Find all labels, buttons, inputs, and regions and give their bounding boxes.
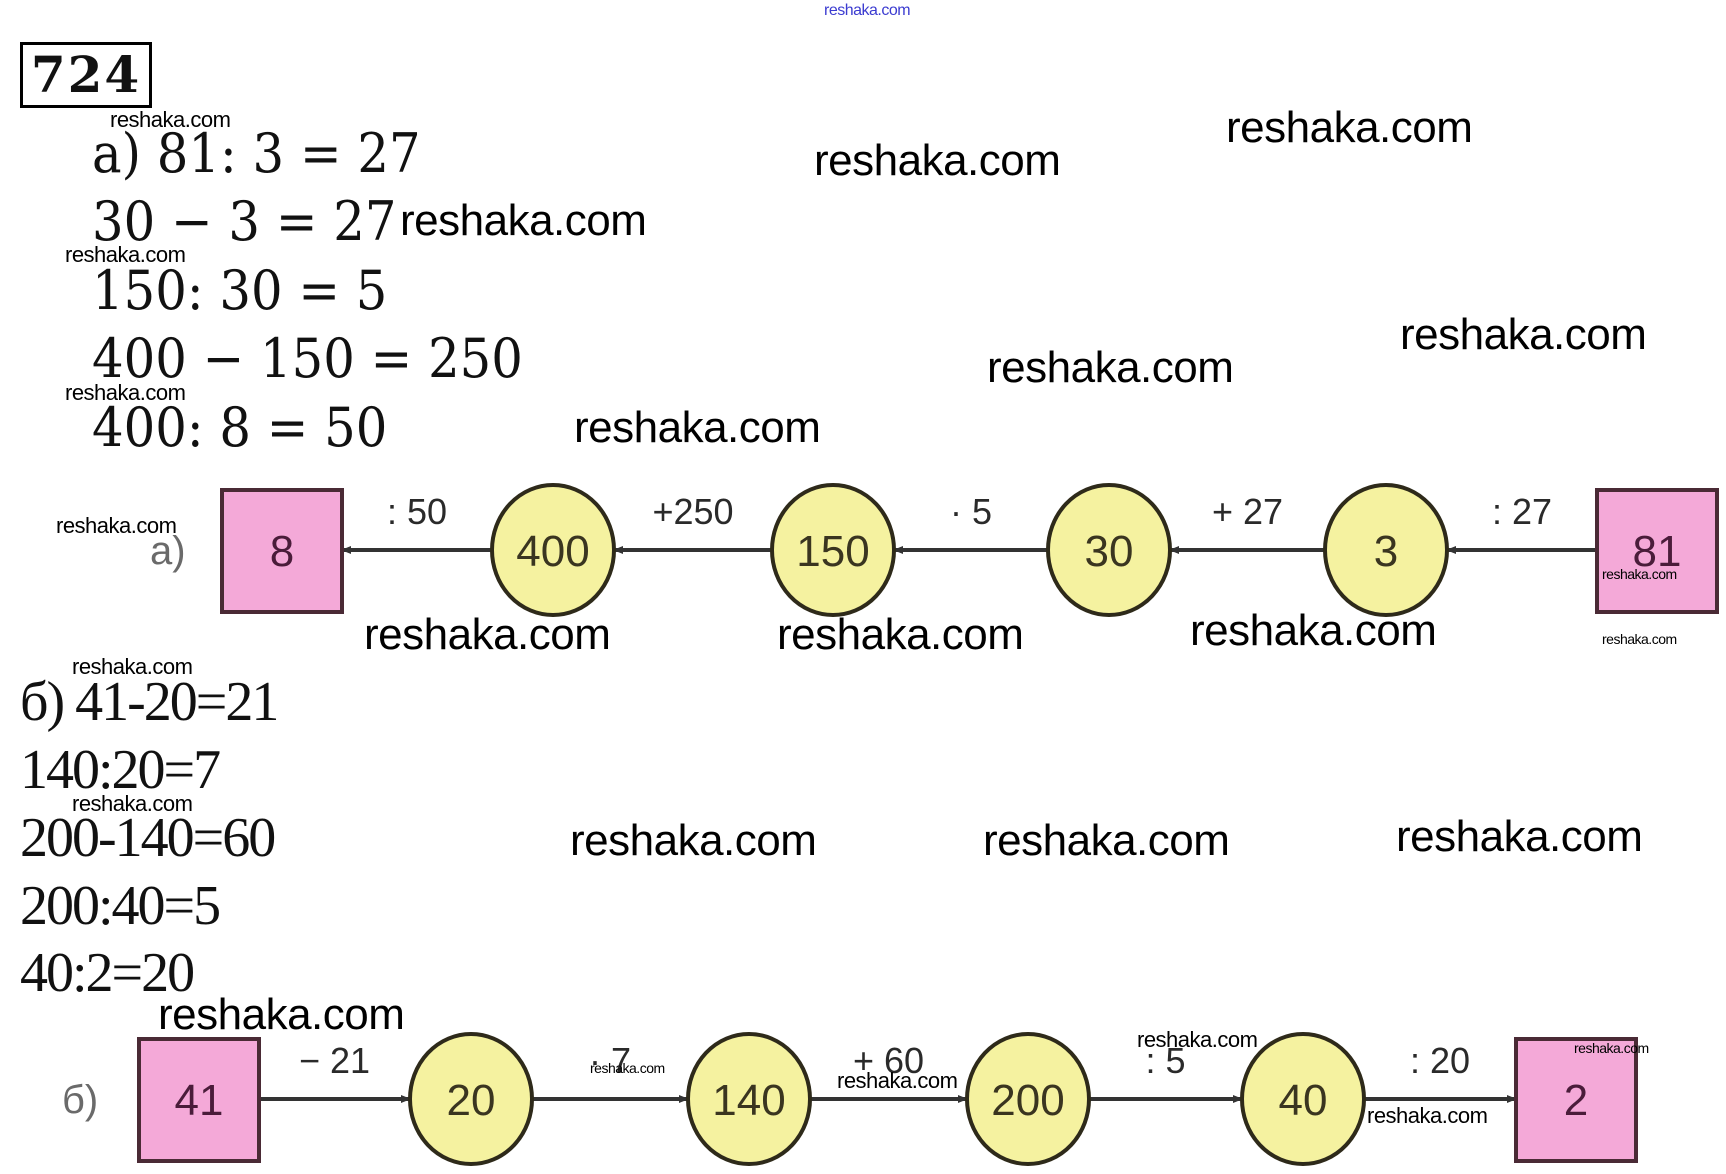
node-value: 8: [270, 527, 294, 576]
operation-label: : 50: [387, 491, 447, 532]
circle-node: [490, 483, 616, 617]
site-watermark: reshaka.com: [824, 2, 911, 19]
operation-label: + 60: [853, 1040, 924, 1081]
watermark: reshaka.com: [65, 242, 186, 267]
watermark: reshaka.com: [983, 816, 1230, 865]
equation-line: а) 81: 3 = 27: [92, 122, 421, 185]
operation-label: : 5: [1145, 1040, 1185, 1081]
circle-node: [1323, 483, 1449, 617]
node-value: 30: [1085, 527, 1134, 576]
square-node: [137, 1037, 261, 1163]
node-value: 40: [1279, 1076, 1328, 1125]
node-value: 41: [175, 1076, 224, 1125]
node-value: 150: [796, 527, 869, 576]
watermark: reshaka.com: [814, 136, 1061, 185]
equation-line: 30 − 3 = 27: [92, 190, 397, 253]
circle-node: [1046, 483, 1172, 617]
watermark: reshaka.com: [56, 513, 177, 538]
square-node: [1514, 1037, 1638, 1163]
circle-node: [965, 1032, 1091, 1166]
task-number: 724: [20, 42, 152, 108]
watermark: reshaka.com: [65, 380, 186, 405]
watermark: reshaka.com: [1226, 103, 1473, 152]
operation-label: : 20: [1410, 1040, 1470, 1081]
diagram-part-label: б): [62, 1078, 98, 1122]
node-value: 3: [1374, 527, 1398, 576]
node-value: 20: [447, 1076, 496, 1125]
watermark: reshaka.com: [1367, 1103, 1488, 1128]
operation-label: : 27: [1492, 491, 1552, 532]
diagram-part-b: б) − 21 · 7 + 60 : 5 : 20 41 20 140 200 40 2: [62, 1032, 1638, 1166]
operation-label: · 5: [950, 491, 992, 532]
watermark: reshaka.com: [400, 196, 647, 245]
node-value: 140: [712, 1076, 785, 1125]
watermark: reshaka.com: [158, 990, 405, 1039]
watermark: reshaka.com: [1400, 310, 1647, 359]
watermark: reshaka.com: [1574, 1040, 1649, 1056]
operation-label: +250: [652, 491, 733, 532]
watermark: reshaka.com: [72, 791, 193, 816]
watermark: reshaka.com: [1602, 566, 1677, 582]
watermark: reshaka.com: [987, 343, 1234, 392]
circle-node: [408, 1032, 534, 1166]
watermark: reshaka.com: [574, 403, 821, 452]
diagram-part-label: а): [150, 529, 186, 573]
watermark: reshaka.com: [570, 816, 817, 865]
equation-line: 400 − 150 = 250: [92, 327, 523, 390]
circle-node: [686, 1032, 812, 1166]
watermark: reshaka.com: [110, 107, 231, 132]
watermark: reshaka.com: [1190, 606, 1437, 655]
equation-line: б) 41-20=21: [20, 671, 279, 733]
equation-line: 40:2=20: [20, 942, 195, 1004]
node-value: 81: [1633, 527, 1682, 576]
watermark: reshaka.com: [1602, 631, 1677, 647]
operation-label: + 27: [1212, 491, 1283, 532]
operation-label: − 21: [299, 1040, 370, 1081]
diagram-part-a: а) : 50 +250 · 5 + 27 : 27 8 400 150 30 3 81: [150, 483, 1719, 617]
watermark: reshaka.com: [1137, 1027, 1258, 1052]
square-node: [1595, 488, 1719, 614]
node-value: 200: [991, 1076, 1064, 1125]
equation-line: 200:40=5: [20, 875, 221, 937]
node-value: 400: [516, 527, 589, 576]
circle-node: [770, 483, 896, 617]
square-node: [220, 488, 344, 614]
watermark: reshaka.com: [837, 1068, 958, 1093]
watermark: reshaka.com: [364, 610, 611, 659]
watermark: reshaka.com: [590, 1060, 665, 1076]
equation-line: 400: 8 = 50: [92, 396, 388, 459]
operation-label: · 7: [589, 1040, 631, 1081]
watermark: reshaka.com: [72, 654, 193, 679]
equation-line: 200-140=60: [20, 807, 276, 869]
equation-line: 150: 30 = 5: [92, 259, 388, 322]
equation-line: 140:20=7: [20, 739, 221, 801]
watermark: reshaka.com: [777, 610, 1024, 659]
node-value: 2: [1564, 1076, 1588, 1125]
circle-node: [1240, 1032, 1366, 1166]
watermark: reshaka.com: [1396, 812, 1643, 861]
